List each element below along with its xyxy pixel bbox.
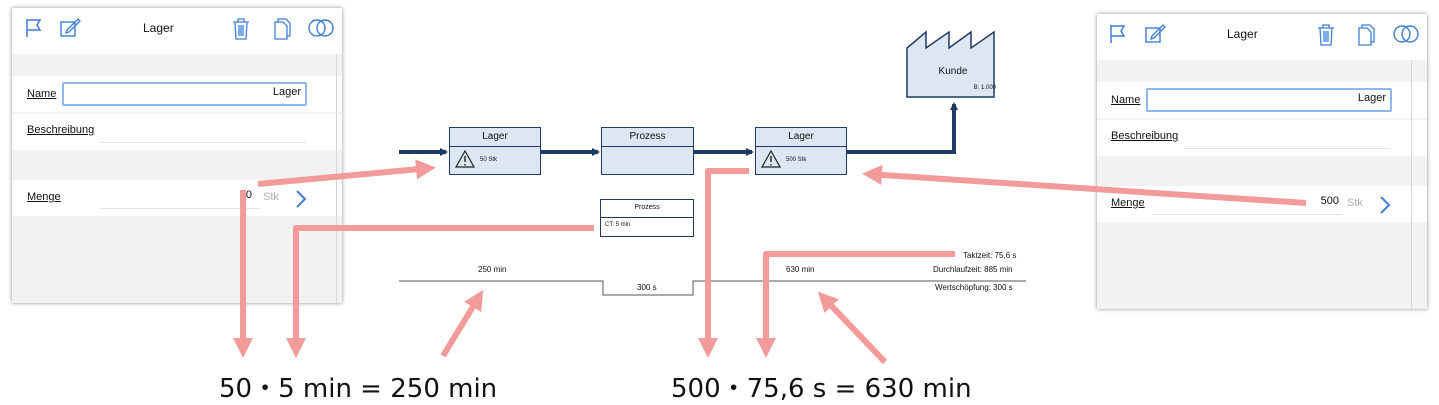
- prozess-title: Prozess: [602, 128, 693, 147]
- name-input[interactable]: Lager: [1146, 88, 1392, 112]
- kunde-factory[interactable]: Kunde B: 1.000: [906, 28, 1000, 98]
- menge-value[interactable]: 500: [1320, 195, 1339, 207]
- panel-toolbar: Lager: [1097, 14, 1427, 60]
- timeline-prozess-time: 300 s: [637, 283, 657, 292]
- panel-title: Lager: [143, 21, 174, 35]
- prozess-info-box[interactable]: Prozess CT: 5 min: [600, 199, 694, 237]
- beschreibung-field[interactable]: [1184, 148, 1390, 149]
- trash-icon[interactable]: [1317, 24, 1335, 51]
- menge-label: Menge: [27, 191, 61, 203]
- timeline-lager2-time: 630 min: [786, 265, 815, 274]
- kunde-title: Kunde: [938, 66, 968, 77]
- warning-icon: [454, 149, 476, 173]
- annotation-arrow-ct-down: [286, 225, 594, 358]
- menge-field: [100, 208, 260, 209]
- beschreibung-field[interactable]: [100, 142, 306, 143]
- panel-title: Lager: [1227, 27, 1258, 41]
- trash-icon[interactable]: [232, 18, 250, 45]
- annotation-arrow-500-to-lager: [862, 164, 1307, 206]
- annotation-arrow-takt-down: [756, 251, 955, 358]
- beschreibung-row: [12, 114, 342, 150]
- copy-icon[interactable]: [1358, 24, 1376, 51]
- name-input[interactable]: Lager: [62, 82, 307, 106]
- circles-icon[interactable]: [308, 18, 334, 43]
- copy-icon[interactable]: [274, 18, 292, 45]
- beschreibung-row: [1097, 120, 1427, 156]
- prozess-info-title: Prozess: [634, 204, 660, 211]
- edit-icon[interactable]: [60, 18, 82, 43]
- annotation-arrow-to-250: [440, 289, 484, 358]
- menge-row: [12, 180, 342, 216]
- taktzeit-label: Taktzeit: 75,6 s: [963, 251, 1017, 260]
- kunde-demand: B: 1.000: [973, 85, 996, 91]
- chevron-right-icon[interactable]: [295, 189, 307, 214]
- name-label-text: Name: [27, 88, 57, 100]
- lager-title: Lager: [450, 128, 540, 147]
- menge-label: Menge: [1111, 197, 1145, 209]
- flag-icon[interactable]: [25, 18, 43, 43]
- formula-right: 500・75,6 s = 630 min: [671, 374, 972, 404]
- name-label: Name: [27, 88, 56, 100]
- chevron-right-icon[interactable]: [1379, 195, 1391, 220]
- annotation-arrow-500-down: [698, 168, 749, 358]
- annotation-arrow-50-to-lager: [257, 159, 436, 187]
- menge-unit: Stk: [1347, 197, 1363, 209]
- prozess-box[interactable]: Prozess: [601, 127, 694, 175]
- edit-icon[interactable]: [1145, 24, 1167, 49]
- menge-field: [1152, 214, 1342, 215]
- prozess-info-ct: CT: 5 min: [605, 222, 631, 228]
- beschreibung-label: Beschreibung: [1111, 130, 1179, 142]
- lager-panel-left: Lager Name Lager Beschreibung Menge 50 S…: [12, 8, 342, 303]
- timeline-lager1-time: 250 min: [478, 265, 507, 274]
- lager-title: Lager: [756, 128, 846, 147]
- scrollbar[interactable]: [1411, 60, 1412, 309]
- circles-icon[interactable]: [1393, 24, 1419, 49]
- lager-box-1[interactable]: Lager 50 Stk: [449, 127, 541, 175]
- beschreibung-label: Beschreibung: [27, 124, 95, 136]
- annotation-arrow-to-630: [817, 291, 888, 365]
- flag-icon[interactable]: [1109, 24, 1127, 49]
- lager-qty: 50 Stk: [480, 157, 498, 163]
- durchlaufzeit-label: Durchlaufzeit: 885 min: [933, 265, 1013, 274]
- wertschoepfung-label: Wertschöpfung: 300 s: [935, 283, 1013, 292]
- prozess-info-divider: [601, 217, 693, 218]
- warning-icon: [760, 149, 782, 173]
- menge-unit: Stk: [263, 191, 279, 203]
- lager-panel-right: Lager Name Lager Beschreibung Menge 500 …: [1097, 14, 1427, 309]
- name-label: Name: [1111, 94, 1141, 106]
- formula-left: 50・5 min = 250 min: [219, 374, 498, 404]
- lager-box-2[interactable]: Lager 500 Stk: [755, 127, 847, 175]
- flow-arrow-to-kunde: [847, 102, 958, 154]
- panel-toolbar: Lager: [12, 8, 342, 54]
- lager-qty: 500 Stk: [786, 157, 807, 163]
